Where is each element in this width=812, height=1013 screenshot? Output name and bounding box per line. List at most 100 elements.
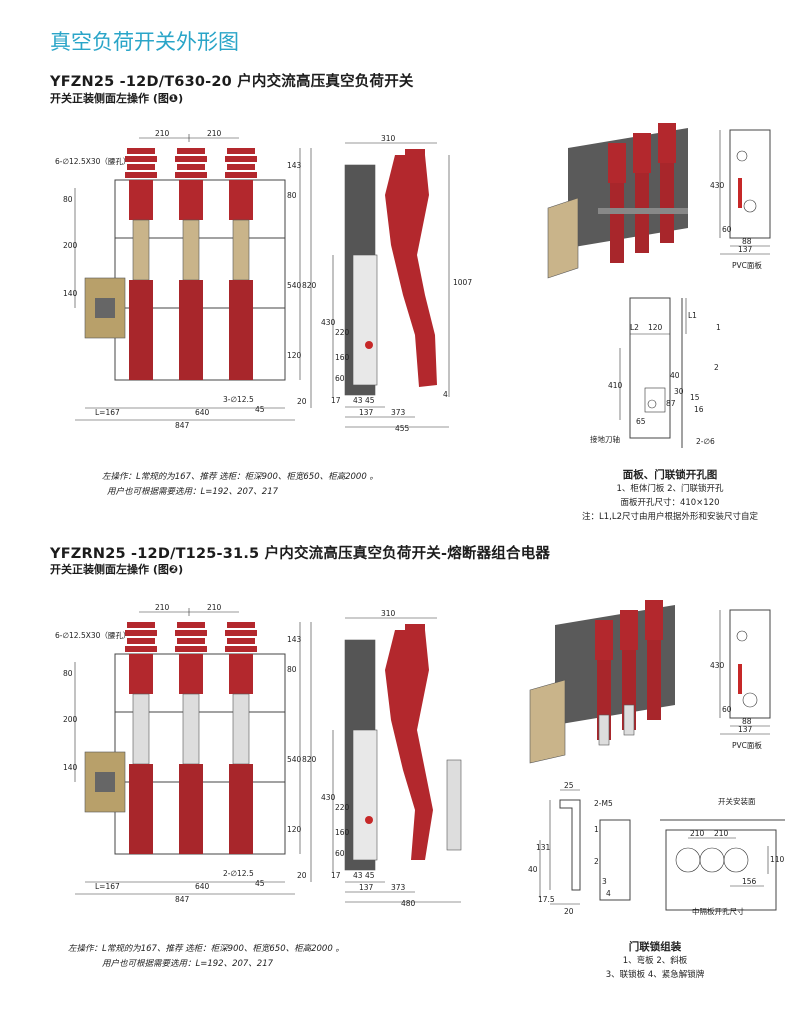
mount-w210a: 210 [690,829,705,838]
side-dim-top: 310 [381,134,396,143]
section2-title: YFZRN25 -12D/T125-31.5 户内交流高压真空负荷开关-熔断器组… [50,546,551,562]
section1-caption-line2: 面板开孔尺寸：410×120 [620,498,720,508]
pvc-label: PVC面板 [732,260,762,270]
lock-d20: 20 [564,907,574,916]
dim2-bottom-holes: 2-∅12.5 [223,869,254,878]
side-dim-160: 160 [335,353,350,362]
section1-caption-line1: 1、柜体门板 2、门联锁开孔 [616,484,724,494]
side2-dim-60: 60 [335,849,345,858]
cut-410: 410 [608,381,623,390]
dim-bottom-holes: 3-∅12.5 [223,395,254,404]
dim-right-120: 120 [287,351,302,360]
section1-note-2: 用户也可根据需要选用：L=192、207、217 [107,487,279,497]
dim2-bottom-847: 847 [175,895,190,904]
section2-caption-line1: 1、弯板 2、斜板 [622,956,688,966]
cut-holes: 2-∅6 [696,437,715,446]
section2-caption: 门联锁组装 1、弯板 2、斜板 3、联锁板 4、紧急解锁牌 [580,940,730,982]
section1-caption: 面板、门联锁开孔图 1、柜体门板 2、门联锁开孔 面板开孔尺寸：410×120 … [560,468,780,524]
cut-40: 40 [670,371,680,380]
dim2-top-right: 210 [207,603,222,612]
side-dim-455: 455 [395,424,410,433]
section2-note-1: 左操作：L常规的为167、推荐 选柜：柜深900、柜宽650、柜高2000 。 [68,944,344,954]
lock-p1: 1 [594,825,599,834]
lock-p3: 3 [602,877,607,886]
cut-120: 120 [648,323,663,332]
cut-c1: 1 [716,323,721,332]
dim-left-200: 200 [63,241,78,250]
dim2-left-80: 80 [63,669,73,678]
section2-caption-title: 门联锁组装 [628,941,682,953]
pvc-dim-430: 430 [710,181,725,190]
side2-dim-45: 45 [365,871,375,880]
side-dim-373: 373 [391,408,406,417]
dim2-top-left: 210 [155,603,170,612]
cut-L1: L1 [688,311,697,320]
pvc-dim-60: 60 [722,225,732,234]
pvc2-dim-137: 137 [738,725,753,734]
dim-top-right: 210 [207,129,222,138]
section2-3d-render [529,600,675,764]
dim-left-80: 80 [63,195,73,204]
section1-caption-title: 面板、门联锁开孔图 [622,469,718,481]
lock-d25: 25 [564,781,574,790]
pvc2-dim-60: 60 [722,705,732,714]
dim2-right-143: 143 [287,635,302,644]
dim-right-540: 540 [287,281,302,290]
side2-dim-373: 373 [391,883,406,892]
cut-15: 15 [690,393,700,402]
lock-p4: 4 [606,889,611,898]
side2-dim-160: 160 [335,828,350,837]
dim2-right-540: 540 [287,755,302,764]
side-dim-4: 4 [443,390,448,399]
dim2-left-200: 200 [63,715,78,724]
mount-h110: 110 [770,855,785,864]
section1-subtitle: 开关正装侧面左操作 (图❶) [50,92,184,105]
dim-hole-label: 6-∅12.5X30（腰孔） [55,157,130,166]
section1-cutout-diagram: L2 120 L1 410 40 30 15 87 16 65 1 2 2-∅6… [590,297,721,448]
lock-d17: 17.5 [538,895,555,904]
cut-c2: 2 [714,363,719,372]
page-title: 真空负荷开关外形图 [50,30,239,54]
dim2-left-140: 140 [63,763,78,772]
dim2-right-80: 80 [287,665,297,674]
cut-axis: 接地刀轴 [590,434,620,444]
side2-dim-430: 430 [321,793,336,802]
side2-dim-220: 220 [335,803,350,812]
side-dim-220: 220 [335,328,350,337]
dim2-hole-label: 6-∅12.5X30（腰孔） [55,631,130,640]
dim-bottom-45: 45 [255,405,265,414]
dim-top-left: 210 [155,129,170,138]
section2-mount-plate: 开关安装面 210 210 110 156 中隔板开孔尺寸 [660,796,785,916]
pvc-dim-88: 88 [742,237,752,246]
pvc-dim-137: 137 [738,245,753,254]
dim2-right-20: 20 [297,871,307,880]
dim-right-80: 80 [287,191,297,200]
dim2-bottom-45: 45 [255,879,265,888]
dim-left-140: 140 [63,289,78,298]
side-dim-43: 43 [353,396,363,405]
dim-right-820: 820 [302,281,317,290]
side2-dim-137: 137 [359,883,374,892]
section1-side-view: 310 1007 430 220 160 60 17 43 45 137 373… [321,134,472,433]
section2-side-view: 310 430 220 160 60 17 43 45 137 373 480 [321,609,462,908]
section2-pvc-panel: 430 60 88 137 PVC面板 [710,609,771,750]
side-dim-137: 137 [359,408,374,417]
lock-d40: 40 [528,865,538,874]
dim2-bottom-640: 640 [195,882,210,891]
section1-caption-line3: 注：L1,L2尺寸由用户根据外形和安装尺寸自定 [582,512,758,522]
cut-L2: L2 [630,323,639,332]
side2-dim-43: 43 [353,871,363,880]
dim-bottom-847: 847 [175,421,190,430]
side2-dim-17: 17 [331,871,341,880]
pvc2-label: PVC面板 [732,740,762,750]
side-dim-45: 45 [365,396,375,405]
cut-30: 30 [674,387,684,396]
mount-d156: 156 [742,877,757,886]
dim2-bottom-L: L=167 [95,882,120,891]
dim2-right-820: 820 [302,755,317,764]
section2-note-2: 用户也可根据需要选用：L=192、207、217 [102,959,274,969]
section1-title: YFZN25 -12D/T630-20 户内交流高压真空负荷开关 [50,74,414,90]
section2-caption-line2: 3、联锁板 4、紧急解锁牌 [605,970,705,980]
section1-front-view: 210 210 6-∅12.5X30（腰孔） 80 200 140 143 80… [55,129,317,430]
section1-note-1: 左操作：L常规的为167、推荐 选柜：柜深900、柜宽650、柜高2000 。 [102,472,378,482]
